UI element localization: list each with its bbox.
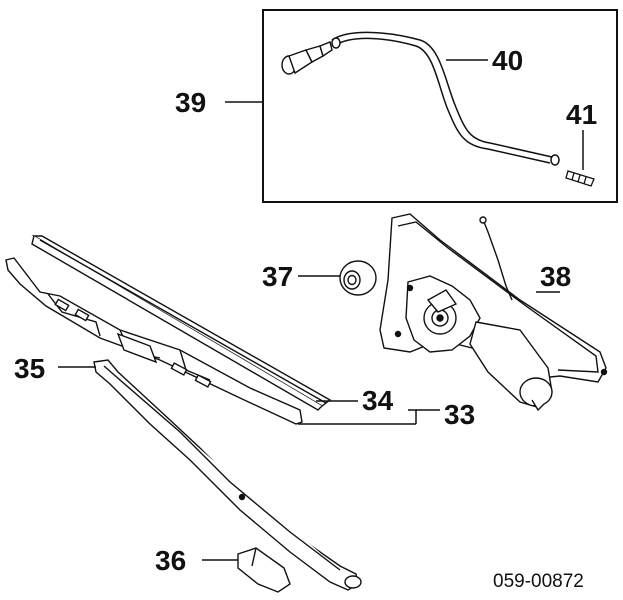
washer-hose-inset-box: [262, 9, 618, 203]
callout-34: 34: [362, 385, 394, 416]
callout-37: 37: [262, 261, 293, 292]
callout-36: 36: [155, 545, 186, 576]
wiper-arm: [93, 359, 362, 591]
washer-hose: [331, 31, 560, 166]
callout-35: 35: [14, 353, 45, 384]
wiper-blade: [5, 257, 303, 425]
hose-joint: [565, 170, 595, 187]
arm-cap: [237, 547, 291, 593]
motor-grommet: [339, 260, 377, 296]
drawing-code: 059-00872: [493, 571, 584, 592]
callout-33: 33: [444, 399, 475, 430]
wiper-blade-rubber: [31, 235, 332, 411]
callout-38: 38: [540, 261, 571, 292]
wiper-motor-assembly: [379, 213, 608, 412]
callout-40: 40: [492, 45, 523, 76]
leader-bracket-33: [408, 409, 417, 424]
hose-connector: [281, 41, 333, 75]
callout-41: 41: [566, 99, 597, 130]
callout-39: 39: [175, 87, 206, 118]
